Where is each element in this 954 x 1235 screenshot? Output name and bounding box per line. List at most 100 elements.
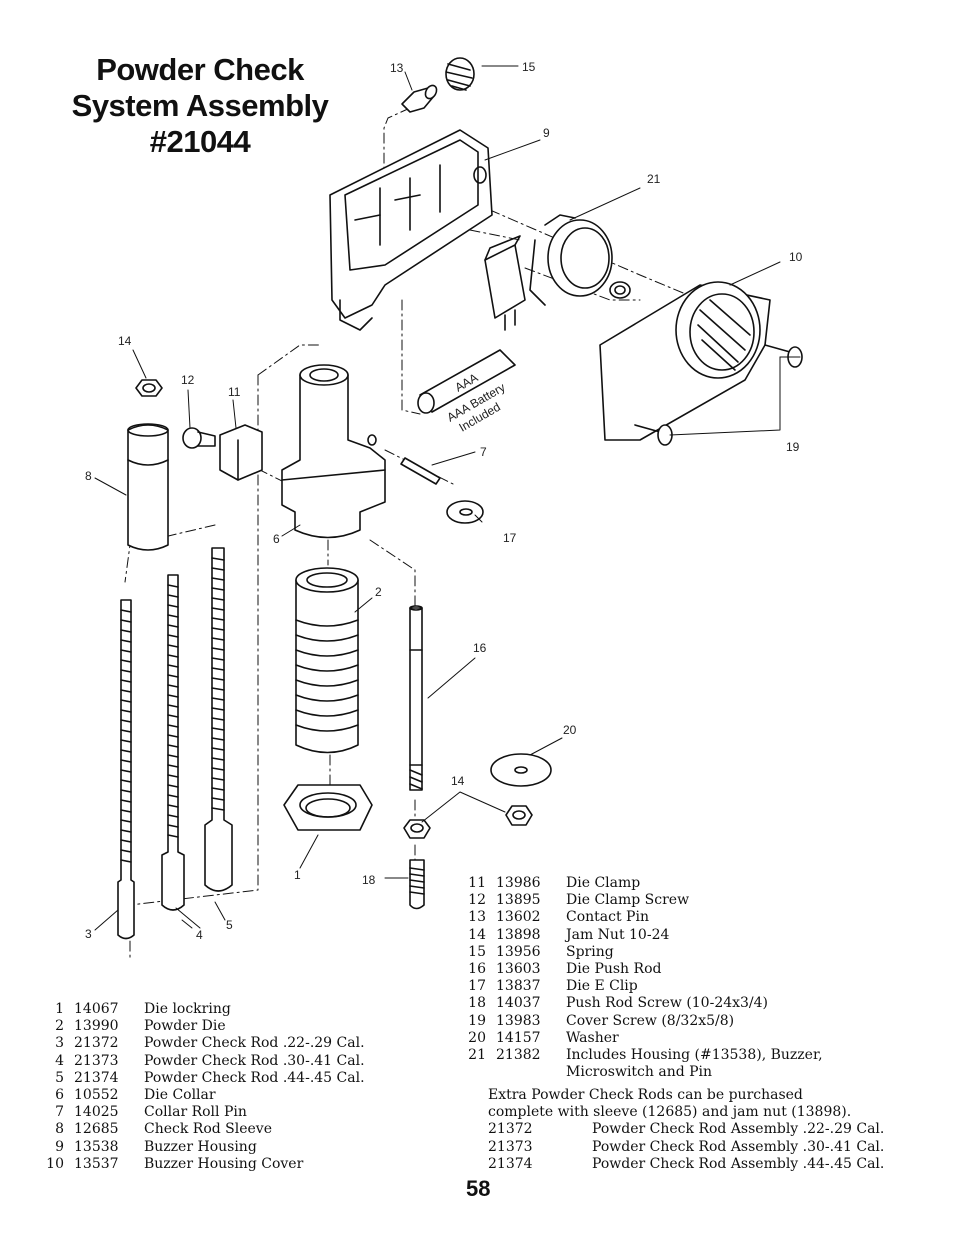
part-index: 3 [55, 1035, 64, 1052]
jam-nut-14-right [505, 805, 533, 826]
die-e-clip-17 [446, 500, 484, 524]
check-rod-sleeve-8 [127, 423, 169, 551]
microswitch-21 [484, 235, 526, 331]
buzzer-housing-9 [329, 129, 493, 331]
part-description: Powder Check Rod .44-.45 Cal. [144, 1069, 365, 1086]
callout-19: 19 [786, 440, 800, 454]
push-rod-screw-18 [409, 859, 425, 910]
part-index: 21 [468, 1047, 486, 1064]
extra-rod-description: Powder Check Rod Assembly .22-.29 Cal. [592, 1121, 885, 1138]
powder-check-rod-4 [161, 574, 185, 911]
part-description: Buzzer Housing [144, 1138, 257, 1155]
page-number: 58 [466, 1176, 491, 1201]
part-index: 5 [55, 1069, 64, 1086]
part-number: 13898 [496, 926, 541, 943]
part-number: 13956 [496, 943, 541, 960]
part-description: Push Rod Screw (10-24x3/4) [566, 995, 769, 1012]
part-description: Die E Clip [566, 978, 638, 995]
contact-pin-13 [401, 84, 438, 113]
extra-rods-note: Extra Powder Check Rods can be purchased… [488, 1087, 884, 1173]
part-description: Die Collar [144, 1087, 216, 1104]
part-description: Collar Roll Pin [144, 1104, 247, 1121]
part-number: 13602 [496, 909, 541, 926]
callout-1: 1 [294, 868, 301, 882]
part-description: Die Clamp Screw [566, 892, 690, 909]
part-number: 21373 [74, 1052, 119, 1069]
callout-14-top: 14 [118, 334, 132, 348]
part-description: Microswitch and Pin [566, 1064, 713, 1081]
cover-screw-19a [764, 344, 803, 368]
part-number: 21374 [74, 1069, 119, 1086]
extra-note-line-2: complete with sleeve (12685) and jam nut… [488, 1104, 852, 1121]
page-title: Powder Check System Assembly #21044 [55, 52, 345, 160]
part-index: 2 [55, 1018, 64, 1035]
spring-15 [445, 57, 475, 91]
part-description: Die Clamp [566, 875, 641, 891]
callout-15: 15 [522, 60, 536, 74]
part-description: Contact Pin [566, 909, 649, 926]
part-number: 13990 [74, 1018, 119, 1035]
part-number [486, 1064, 566, 1081]
buzzer-housing-cover-10 [599, 281, 771, 441]
part-index: 18 [468, 995, 486, 1012]
callout-4: 4 [196, 928, 203, 942]
callout-8: 8 [85, 469, 92, 483]
die-clamp-11 [219, 424, 263, 481]
part-index: 15 [468, 943, 486, 960]
callout-7: 7 [480, 445, 487, 459]
parts-row: 1 14067 Die lockring [38, 1001, 365, 1018]
part-index: 16 [468, 961, 486, 978]
die-clamp-screw-12 [182, 427, 216, 449]
title-line-1: Powder Check [96, 52, 304, 87]
part-description: Die lockring [144, 1001, 231, 1017]
part-number: 14067 [74, 1001, 119, 1017]
die-lockring-1 [283, 784, 373, 831]
part-description: Cover Screw (8/32x5/8) [566, 1012, 735, 1029]
callout-2: 2 [375, 585, 382, 599]
part-index: 11 [468, 875, 486, 891]
part-number: 21372 [74, 1035, 119, 1052]
part-index: 4 [55, 1052, 64, 1069]
parts-row: 5 21374 Powder Check Rod .44-.45 Cal. [38, 1069, 365, 1087]
part-number: 13837 [496, 978, 541, 995]
part-description: Jam Nut 10-24 [566, 926, 670, 943]
part-index: 1 [55, 1001, 64, 1017]
callout-20: 20 [563, 723, 577, 737]
part-index: 7 [55, 1104, 64, 1121]
part-index: 8 [55, 1121, 64, 1138]
powder-die-2 [295, 567, 359, 754]
callout-5: 5 [226, 918, 233, 932]
part-description: Buzzer Housing Cover [144, 1155, 304, 1172]
title-line-2: System Assembly [71, 88, 329, 123]
part-index: 13 [468, 909, 486, 926]
callout-3: 3 [85, 927, 92, 941]
part-index: 20 [468, 1029, 486, 1046]
extra-rod-description: Powder Check Rod Assembly .30-.41 Cal. [592, 1138, 885, 1155]
callout-9: 9 [543, 126, 550, 140]
callout-14-bottom: 14 [451, 774, 465, 788]
part-index: 10 [46, 1155, 64, 1172]
callout-13: 13 [390, 61, 404, 75]
callout-18: 18 [362, 873, 376, 887]
callout-21: 21 [647, 172, 661, 186]
jam-nut-14-bottom [403, 819, 431, 839]
part-number: 13538 [74, 1138, 119, 1155]
part-number: 21382 [496, 1047, 541, 1064]
part-description: Washer [566, 1029, 619, 1046]
